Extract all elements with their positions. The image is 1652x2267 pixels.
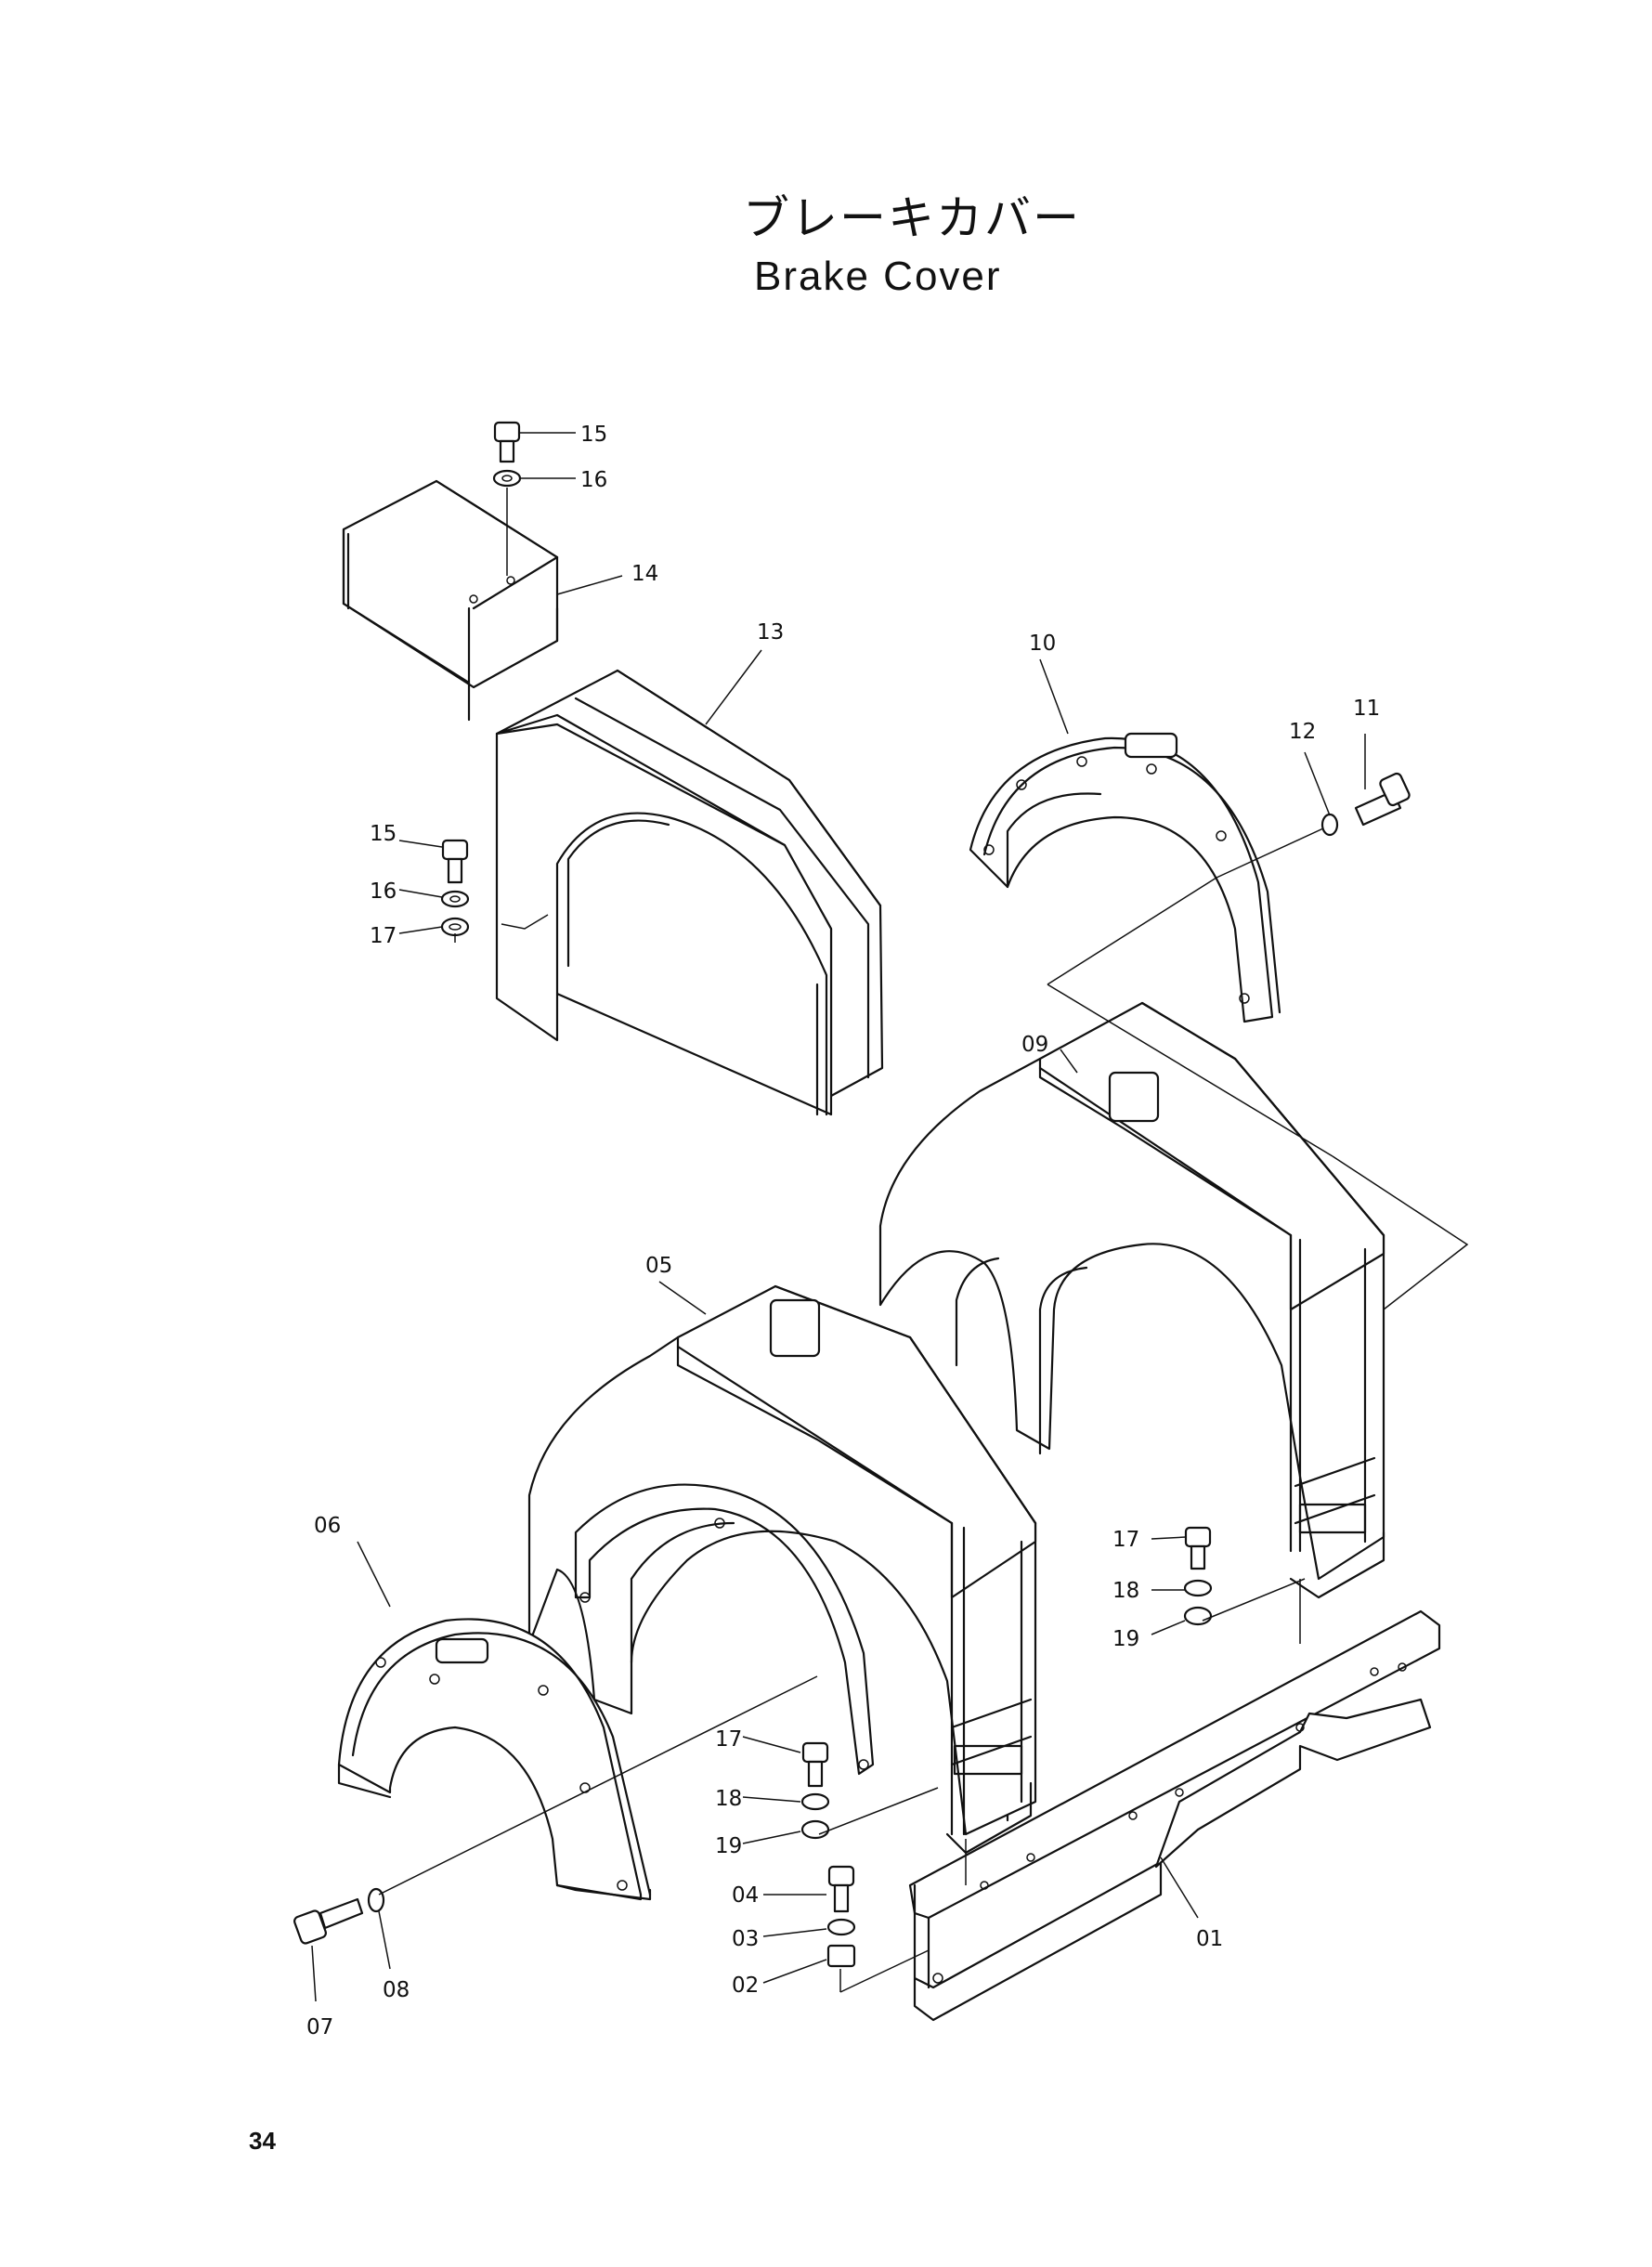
diagram-title: ブレーキカバー Brake Cover bbox=[743, 181, 1081, 300]
washer-16-top bbox=[492, 469, 522, 488]
washer-19-center bbox=[800, 1819, 830, 1840]
callout-10: 10 bbox=[1029, 632, 1056, 656]
callout-14: 14 bbox=[631, 562, 658, 586]
washer-08 bbox=[367, 1887, 385, 1913]
callout-18-right: 18 bbox=[1112, 1579, 1139, 1603]
page-number: 34 bbox=[249, 2127, 276, 2155]
bolt-15-left bbox=[441, 839, 469, 884]
washer-16-left bbox=[440, 890, 470, 908]
washer-18-right bbox=[1183, 1579, 1213, 1597]
leader-lines bbox=[311, 432, 1366, 2002]
bolt-11 bbox=[1354, 772, 1411, 827]
bolt-17-right bbox=[1184, 1526, 1212, 1570]
assembly-lines bbox=[378, 488, 1469, 1993]
callout-17-center: 17 bbox=[715, 1727, 742, 1752]
part-13-brake-cover bbox=[495, 669, 884, 1116]
callout-09: 09 bbox=[1021, 1033, 1048, 1057]
title-english: Brake Cover bbox=[754, 254, 1002, 299]
callout-15-left: 15 bbox=[370, 822, 397, 846]
callout-06: 06 bbox=[314, 1514, 341, 1538]
washer-03 bbox=[826, 1918, 856, 1936]
bolt-15-top bbox=[493, 421, 521, 463]
part-06-ring-cover bbox=[337, 1618, 652, 1901]
callout-13: 13 bbox=[757, 620, 784, 645]
callout-16-left: 16 bbox=[370, 879, 397, 904]
callout-08: 08 bbox=[383, 1978, 410, 2002]
callout-labels: 01 02 03 04 05 06 07 08 09 10 11 12 13 1… bbox=[306, 423, 1380, 2039]
callout-16-top: 16 bbox=[580, 468, 607, 492]
callout-15-top: 15 bbox=[580, 423, 607, 447]
callout-04: 04 bbox=[732, 1883, 759, 1908]
bolt-17-center bbox=[801, 1741, 829, 1788]
callout-12: 12 bbox=[1289, 720, 1316, 744]
callout-03: 03 bbox=[732, 1927, 759, 1951]
part-09-brake-cover bbox=[878, 1001, 1385, 1599]
callout-19-center: 19 bbox=[715, 1834, 742, 1858]
nut-02 bbox=[826, 1944, 856, 1968]
washer-19-right bbox=[1183, 1606, 1213, 1626]
callout-11: 11 bbox=[1353, 697, 1380, 721]
callout-05: 05 bbox=[645, 1254, 672, 1278]
part-10-ring-cover bbox=[969, 732, 1281, 1023]
callout-07: 07 bbox=[306, 2015, 333, 2039]
callout-17-right: 17 bbox=[1112, 1528, 1139, 1552]
callout-17-left: 17 bbox=[370, 924, 397, 948]
bolt-04 bbox=[827, 1865, 855, 1913]
part-14-top-cover bbox=[342, 479, 559, 722]
title-japanese: ブレーキカバー bbox=[743, 191, 1081, 245]
callout-02: 02 bbox=[732, 1974, 759, 1998]
callout-19-right: 19 bbox=[1112, 1627, 1139, 1651]
part-01-base-frame bbox=[908, 1609, 1441, 2022]
washer-18-center bbox=[800, 1792, 830, 1811]
part-05-brake-cover bbox=[527, 1284, 1037, 1855]
bolt-07 bbox=[293, 1897, 364, 1945]
callout-18-center: 18 bbox=[715, 1787, 742, 1811]
callout-01: 01 bbox=[1196, 1927, 1223, 1951]
washer-12 bbox=[1320, 813, 1339, 837]
washer-17-left bbox=[440, 917, 470, 937]
